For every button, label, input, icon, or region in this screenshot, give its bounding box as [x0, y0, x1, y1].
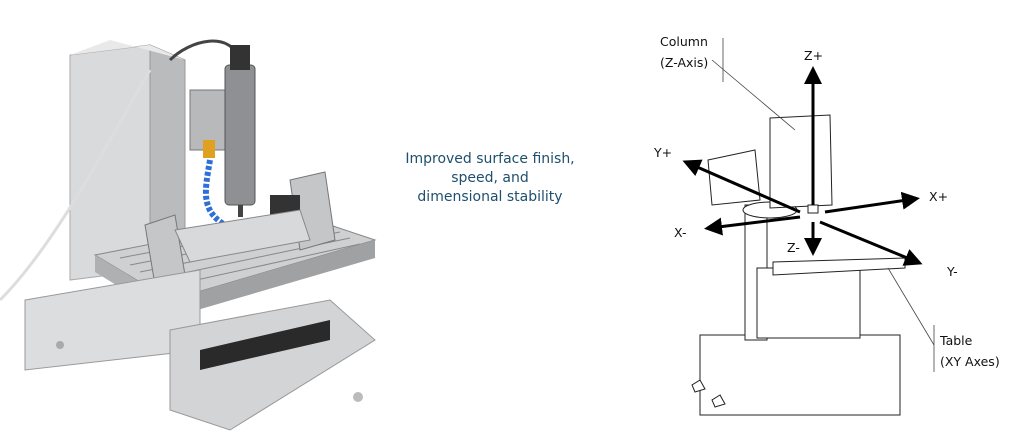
x-plus-arrow: [824, 191, 920, 214]
mill-column-drawing: [769, 114, 833, 209]
spindle: [189, 45, 256, 217]
column-label-axis: (Z-Axis): [660, 55, 708, 70]
y-plus-arrow: [682, 159, 801, 214]
z-plus-label: Z+: [804, 48, 823, 63]
axis-diagram: Column (Z-Axis) Z+ Z- Y+ Y- X+ X- Table …: [653, 34, 1000, 416]
cnc-machine-photo: [0, 39, 377, 431]
rotary-axis: [144, 171, 336, 286]
leader-lines: [711, 38, 935, 372]
table-label: Table: [939, 333, 973, 348]
y-minus-label: Y-: [946, 264, 958, 279]
x-plus-label: X+: [929, 189, 948, 204]
y-minus-arrow: [819, 220, 923, 266]
mill-base: [699, 334, 901, 416]
axis-arrows: [682, 66, 923, 266]
table-label-axes: (XY Axes): [940, 354, 1000, 369]
caption-line: speed, and: [451, 170, 529, 186]
machine-base: [24, 269, 376, 431]
mill-drawing: [691, 114, 906, 416]
caption-line: dimensional stability: [417, 189, 563, 205]
x-minus-label: X-: [674, 225, 686, 240]
y-plus-label: Y+: [653, 145, 672, 160]
caption-text: Improved surface finish, speed, and dime…: [385, 150, 595, 207]
mill-head: [707, 149, 761, 206]
column-label: Column: [660, 34, 708, 49]
caption-line: Improved surface finish,: [405, 151, 575, 167]
coolant-hose: [202, 159, 227, 228]
mill-table-drawing: [772, 257, 906, 276]
mill-saddle: [756, 267, 861, 339]
z-minus-label: Z-: [787, 240, 800, 255]
x-minus-arrow: [704, 215, 801, 236]
